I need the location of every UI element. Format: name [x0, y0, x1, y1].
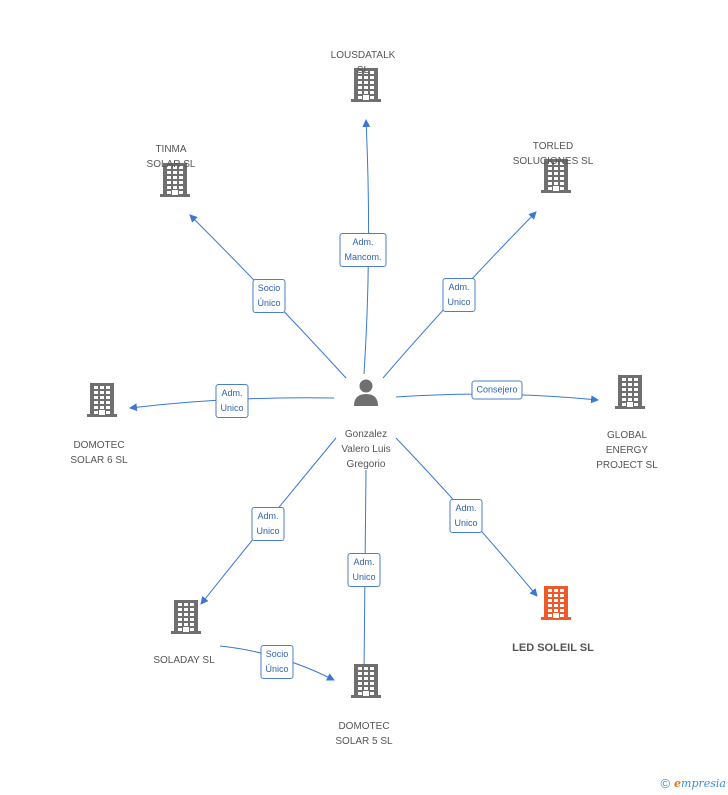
edge-label-ledsoleil[interactable]: Adm. Unico — [449, 499, 483, 533]
building-icon-domotec6[interactable] — [87, 383, 117, 422]
building-icon-torled[interactable] — [541, 159, 571, 198]
company-label-lousdatalk[interactable]: LOUSDATALK SL — [330, 50, 396, 76]
footer-brand[interactable]: © empresia — [660, 776, 726, 791]
building-icon-soladay[interactable] — [171, 600, 201, 639]
company-label-torled[interactable]: TORLED SOLUCIONES SL — [512, 141, 594, 167]
building-icon-domotec5[interactable] — [351, 664, 381, 703]
edge-label-domotec5[interactable]: Adm. Unico — [347, 553, 381, 587]
edge-label-soladay-domotec5[interactable]: Socio Único — [260, 645, 294, 679]
company-label-tinma[interactable]: TINMA SOLAR SL — [146, 144, 196, 170]
person-icon[interactable] — [352, 378, 380, 411]
edge-label-tinma[interactable]: Socio Único — [252, 279, 286, 313]
edge-label-lousdatalk[interactable]: Adm. Mancom. — [339, 233, 387, 267]
company-label-domotec6[interactable]: DOMOTEC SOLAR 6 SL — [70, 440, 128, 466]
building-icon-global[interactable] — [615, 375, 645, 414]
edge-label-torled[interactable]: Adm. Unico — [442, 278, 476, 312]
company-label-ledsoleil[interactable]: LED SOLEIL SL — [512, 642, 594, 654]
edge-label-global[interactable]: Consejero — [471, 380, 523, 400]
copyright-icon: © — [660, 776, 671, 791]
edge-label-soladay[interactable]: Adm. Unico — [251, 507, 285, 541]
building-icon-ledsoleil[interactable] — [541, 586, 571, 625]
building-icon-lousdatalk[interactable] — [351, 68, 381, 107]
building-icon-tinma[interactable] — [160, 163, 190, 202]
company-label-soladay[interactable]: SOLADAY SL — [153, 655, 215, 666]
edge-label-domotec6[interactable]: Adm. Unico — [215, 384, 249, 418]
person-name-label[interactable]: Gonzalez Valero Luis Gregorio — [341, 429, 391, 470]
brand-logo: empresia — [674, 777, 726, 790]
company-label-domotec5[interactable]: DOMOTEC SOLAR 5 SL — [335, 721, 393, 747]
company-label-global[interactable]: GLOBAL ENERGY PROJECT SL — [596, 430, 658, 471]
